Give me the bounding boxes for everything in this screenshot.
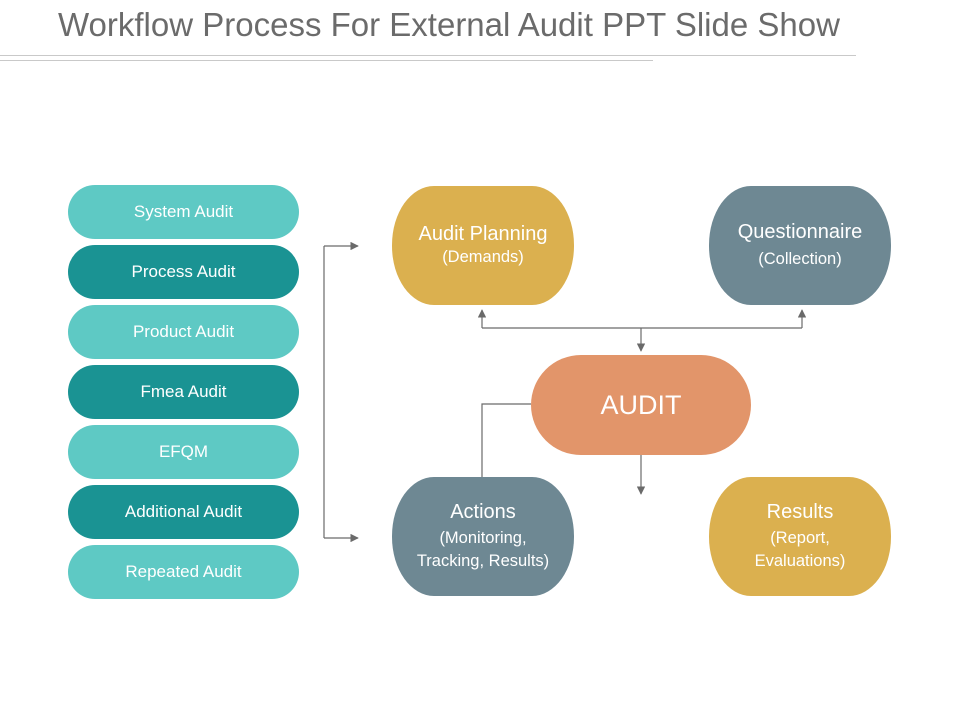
audit-type-pill[interactable]: Repeated Audit	[68, 545, 299, 599]
audit-type-pill[interactable]: System Audit	[68, 185, 299, 239]
audit-type-label: Process Audit	[131, 262, 236, 281]
audit-type-pill[interactable]: Additional Audit	[68, 485, 299, 539]
node-audit[interactable]: AUDIT	[531, 355, 751, 455]
audit-type-label: Fmea Audit	[140, 382, 227, 401]
audit-type-pill[interactable]: EFQM	[68, 425, 299, 479]
title-divider-bottom	[0, 60, 653, 61]
node-subtitle-2: Tracking, Results)	[416, 552, 550, 570]
audit-type-label: EFQM	[158, 442, 209, 461]
title-divider-top	[0, 55, 856, 56]
node-actions[interactable]: Actions (Monitoring, Tracking, Results)	[392, 477, 574, 596]
audit-type-label: Additional Audit	[124, 502, 243, 521]
node-results[interactable]: Results (Report, Evaluations)	[709, 477, 891, 596]
node-title: Questionnaire	[737, 221, 863, 243]
node-title: Results	[766, 501, 834, 523]
page-title: Workflow Process For External Audit PPT …	[58, 6, 840, 43]
audit-type-pill[interactable]: Fmea Audit	[68, 365, 299, 419]
node-title: AUDIT	[600, 390, 682, 420]
node-questionnaire[interactable]: Questionnaire (Collection)	[709, 186, 891, 305]
audit-type-label: Product Audit	[132, 322, 235, 341]
node-subtitle: (Demands)	[442, 248, 524, 266]
audit-type-label: Repeated Audit	[125, 562, 242, 581]
audit-to-actions-line	[481, 403, 531, 477]
node-subtitle-1: (Report,	[770, 529, 830, 547]
audit-type-label: System Audit	[133, 202, 234, 221]
node-title: Actions	[450, 501, 516, 523]
node-title: Audit Planning	[418, 223, 548, 245]
node-subtitle: (Collection)	[758, 250, 842, 268]
node-audit-planning[interactable]: Audit Planning (Demands)	[392, 186, 574, 305]
node-subtitle-2: Evaluations)	[754, 552, 846, 570]
audit-type-pill[interactable]: Process Audit	[68, 245, 299, 299]
audit-type-pill[interactable]: Product Audit	[68, 305, 299, 359]
node-subtitle-1: (Monitoring,	[439, 529, 527, 547]
